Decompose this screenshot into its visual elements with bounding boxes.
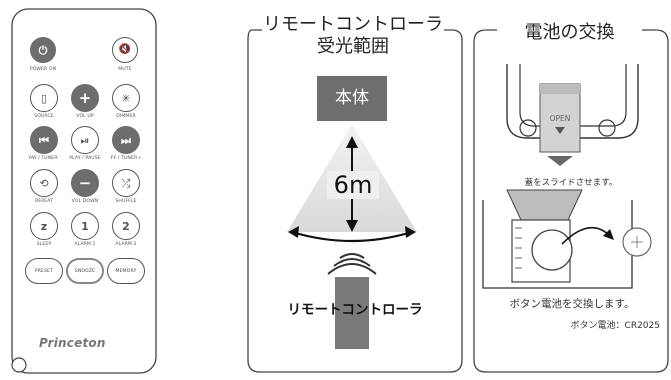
forward-label: FF / TUNER+	[110, 156, 142, 161]
alarm-2-icon: 2	[122, 219, 130, 233]
play-pause-icon: ⏯	[80, 133, 90, 147]
mute-button[interactable]: 🔇	[112, 37, 138, 63]
dimmer-label: DIMMER	[116, 114, 136, 119]
memory-label: MEMORY	[115, 268, 137, 274]
main-unit-label: 本体	[335, 88, 369, 108]
battery-lid	[539, 83, 581, 153]
shuffle-button[interactable]: ⤮	[112, 169, 140, 197]
vol-up-label: VOL UP	[76, 114, 94, 119]
rewind-label: RW / TUNER-	[28, 156, 60, 161]
swap-arrow-icon	[603, 229, 614, 240]
repeat-icon: ⟲	[39, 176, 49, 190]
range-subtitle: 受光範囲	[317, 36, 389, 57]
snooze-label: SNOOZE	[74, 268, 96, 274]
alarm-1-label: ALARM 1	[74, 242, 96, 247]
snooze-button[interactable]: SNOOZE	[66, 258, 104, 284]
lid-caption: 蓋をスライドさせます。	[524, 178, 618, 188]
main-unit-box	[317, 76, 387, 121]
brand-logo: Princeton	[39, 336, 106, 350]
remote-caption: リモートコントローラ	[287, 302, 423, 318]
dimmer-button[interactable]: ✳	[112, 84, 140, 112]
minus-icon: −	[78, 173, 92, 192]
sleep-button[interactable]: z	[30, 212, 58, 240]
plus-icon: +	[78, 88, 92, 107]
alarm-2-button[interactable]: 2	[112, 212, 140, 240]
open-arrow-icon	[555, 127, 565, 134]
rewind-button[interactable]: ⏮	[30, 126, 58, 154]
alarm-1-button[interactable]: 1	[71, 212, 99, 240]
play-pause-button[interactable]: ⏯	[71, 126, 99, 154]
vol-down-button[interactable]: −	[71, 169, 99, 197]
sleep-icon: z	[40, 219, 48, 233]
forward-button[interactable]: ⏭	[112, 126, 140, 154]
play-pause-label: PLAY / PAUSE	[69, 156, 101, 161]
vol-up-button[interactable]: +	[71, 84, 99, 112]
power-button[interactable]: ⏻	[30, 37, 56, 63]
source-button[interactable]: ▯	[30, 84, 58, 112]
slide-arrow-icon	[547, 156, 573, 166]
mute-label: MUTE	[118, 67, 132, 72]
power-label: POWER ON	[29, 67, 57, 72]
mute-icon: 🔇	[118, 44, 132, 55]
battery-title: 電池の交換	[497, 18, 642, 44]
preset-button[interactable]: PRESET	[25, 258, 63, 284]
sleep-label: SLEEP	[36, 242, 52, 247]
power-icon: ⏻	[38, 43, 48, 57]
shuffle-label: SHUFFLE	[115, 199, 137, 204]
remote-illustration	[335, 277, 369, 349]
vol-down-label: VOL DOWN	[71, 199, 99, 204]
memory-button[interactable]: MEMORY	[107, 258, 145, 284]
repeat-label: REPEAT	[35, 199, 53, 204]
battery-type: ボタン電池：CR2025	[570, 321, 660, 331]
distance-label: 6m	[327, 171, 379, 199]
skip-forward-icon: ⏭	[121, 133, 131, 147]
shuffle-icon: ⤮	[121, 176, 131, 190]
range-title: リモートコントローラ	[263, 14, 443, 35]
alarm-2-label: ALARM 2	[115, 242, 137, 247]
skip-back-icon: ⏮	[39, 133, 49, 147]
dimmer-icon: ✳	[121, 91, 131, 105]
open-label: OPEN	[549, 114, 571, 123]
source-icon: ▯	[40, 91, 48, 105]
source-label: SOURCE	[34, 114, 54, 119]
repeat-button[interactable]: ⟲	[30, 169, 58, 197]
swap-caption: ボタン電池を交換します。	[509, 298, 635, 310]
preset-label: PRESET	[34, 268, 54, 274]
alarm-1-icon: 1	[81, 219, 89, 233]
